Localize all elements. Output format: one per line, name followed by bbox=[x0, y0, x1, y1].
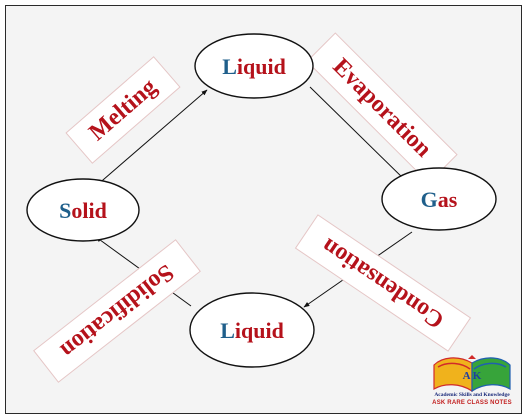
condensation-label: Condensation bbox=[294, 214, 472, 352]
solid-rest: olid bbox=[71, 198, 106, 223]
svg-text:Gas: Gas bbox=[421, 187, 458, 212]
liquid-bottom-rest: iquid bbox=[235, 318, 284, 343]
gas-node: Gas bbox=[381, 167, 497, 231]
logo-mark: A K bbox=[463, 370, 482, 382]
svg-text:Liquid: Liquid bbox=[220, 318, 284, 343]
logo-tagline: Academic Skills and Knowledge bbox=[434, 392, 510, 398]
condensation-text: Condensation bbox=[317, 233, 449, 334]
svg-text:Solid: Solid bbox=[59, 198, 107, 223]
logo-title: ASK RARE CLASS NOTES bbox=[432, 400, 512, 406]
svg-text:Liquid: Liquid bbox=[222, 54, 286, 79]
gas-rest: as bbox=[438, 187, 458, 212]
arrow-solid-to-liquid bbox=[95, 89, 208, 187]
liquid-top-rest: iquid bbox=[237, 54, 286, 79]
liquid-top-node: Liquid bbox=[194, 33, 314, 99]
liquid-bottom-node: Liquid bbox=[189, 292, 315, 368]
evaporation-text: Evaporation bbox=[328, 54, 437, 163]
arrow-liquid-to-gas bbox=[309, 86, 408, 183]
solidification-label: Solidification bbox=[33, 239, 201, 383]
liquid-top-first-letter: L bbox=[222, 54, 237, 79]
melting-label: Melting bbox=[65, 56, 181, 164]
solidification-text: Solidification bbox=[55, 259, 178, 363]
book-logo-icon: A K bbox=[433, 355, 511, 393]
ask-logo: A K Academic Skills and Knowledge ASK RA… bbox=[428, 355, 516, 413]
gas-first-letter: G bbox=[421, 187, 438, 212]
evaporation-label: Evaporation bbox=[306, 32, 458, 184]
solid-first-letter: S bbox=[59, 198, 71, 223]
solid-node: Solid bbox=[26, 178, 140, 242]
liquid-bottom-first-letter: L bbox=[220, 318, 235, 343]
